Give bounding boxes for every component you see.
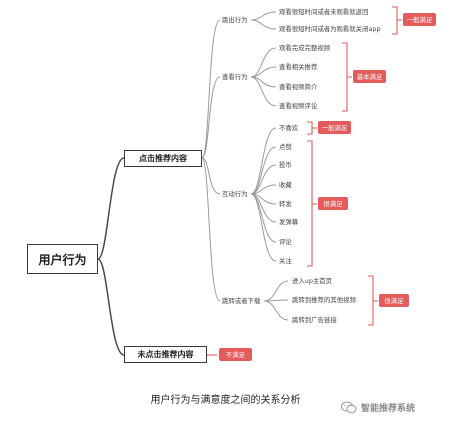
root-node: 用户行为 — [27, 244, 98, 274]
jump-item: 进入up主首页 — [292, 277, 333, 285]
view-item: 查看视频评论 — [279, 102, 318, 110]
jump-item: 跳转到推荐的其他视频 — [292, 296, 356, 304]
view-item: 查看相关推荐 — [279, 63, 318, 71]
watermark: 智能推荐系统 — [341, 401, 415, 414]
interact-item: 发弹幕 — [279, 218, 299, 226]
view-satisfaction-tag: 基本满足 — [353, 70, 386, 83]
jump-satisfaction-tag: 很满足 — [379, 294, 409, 307]
interact-item: 点赞 — [279, 143, 292, 151]
exit-satisfaction-tag: 一般满足 — [403, 13, 436, 26]
jump-group-label: 跳转或者下载 — [222, 297, 261, 305]
interact-item: 投币 — [279, 161, 292, 169]
view-item: 查看视频简介 — [279, 83, 318, 91]
not-clicked-satisfaction-tag: 不满足 — [219, 348, 252, 361]
interact-satisfaction-tag: 很满足 — [318, 197, 348, 210]
interact-group-label: 互动行为 — [222, 190, 248, 198]
wechat-icon — [341, 401, 357, 414]
interact-item: 收藏 — [279, 181, 292, 189]
exit-item: 观看很短时间或者未观看就返回 — [279, 8, 369, 16]
not-clicked-node: 未点击推荐内容 — [124, 346, 207, 363]
dislike-satisfaction-tag: 一般满足 — [318, 121, 351, 134]
jump-item: 跳转到广告链接 — [292, 316, 337, 324]
interact-item: 评论 — [279, 238, 292, 246]
exit-item: 观看很短时间或者为观看就关闭app — [279, 25, 381, 33]
exit-group-label: 跳出行为 — [222, 16, 248, 24]
interact-item: 转发 — [279, 200, 292, 208]
clicked-node: 点击推荐内容 — [124, 150, 202, 167]
dislike-item: 不喜欢 — [279, 124, 299, 132]
view-item: 观看完成完整视频 — [279, 44, 331, 52]
figure-caption: 用户行为与满意度之间的关系分析 — [150, 395, 301, 406]
view-group-label: 查看行为 — [222, 73, 248, 81]
interact-item: 关注 — [279, 257, 292, 265]
watermark-text: 智能推荐系统 — [361, 404, 416, 414]
